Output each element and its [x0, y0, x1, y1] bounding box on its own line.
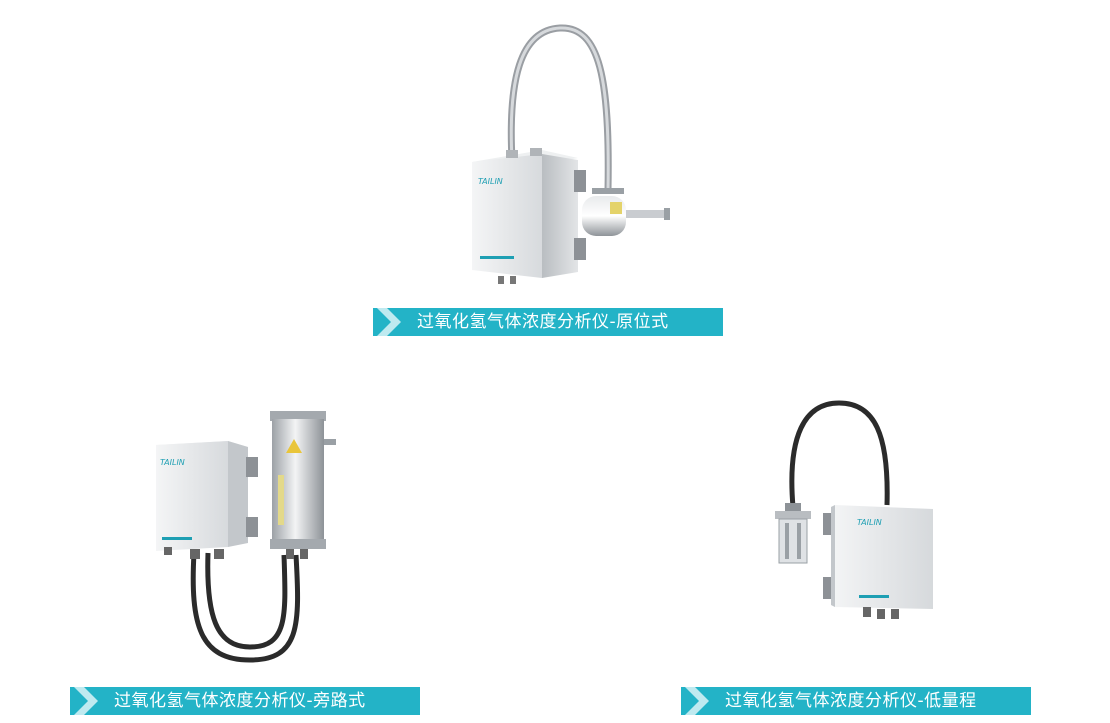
product-image-bypass: TAILIN — [150, 405, 350, 675]
chevron-right-icon — [373, 308, 413, 336]
product-image-low-range: TAILIN — [765, 395, 955, 635]
svg-text:TAILIN: TAILIN — [857, 518, 882, 527]
product-image-in-situ: TAILIN — [460, 20, 690, 290]
caption-text: 过氧化氢气体浓度分析仪-低量程 — [725, 691, 977, 711]
caption-text: 过氧化氢气体浓度分析仪-原位式 — [417, 312, 669, 332]
caption-banner-low-range: 过氧化氢气体浓度分析仪-低量程 — [681, 687, 1031, 715]
caption-banner-in-situ: 过氧化氢气体浓度分析仪-原位式 — [373, 308, 723, 336]
chevron-right-icon — [681, 687, 721, 715]
svg-text:TAILIN: TAILIN — [160, 458, 185, 467]
caption-banner-bypass: 过氧化氢气体浓度分析仪-旁路式 — [70, 687, 420, 715]
chevron-right-icon — [70, 687, 110, 715]
caption-text: 过氧化氢气体浓度分析仪-旁路式 — [114, 691, 366, 711]
svg-text:TAILIN: TAILIN — [478, 177, 503, 186]
